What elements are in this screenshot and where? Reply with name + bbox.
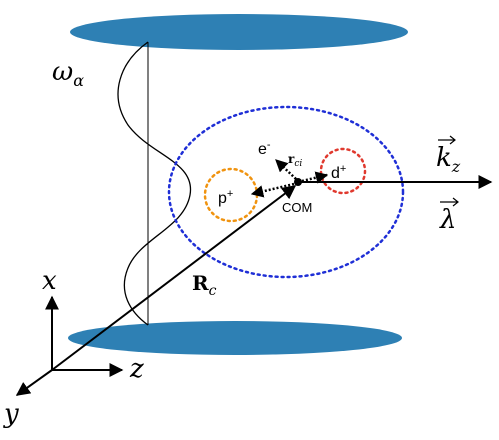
deuteron-arrow [301,171,329,184]
z-axis-label: z [129,354,144,384]
y-axis-label: y [3,399,19,429]
com-label: COM [282,200,312,215]
x-axis-label: x [42,266,57,296]
lambda-label: λ [439,205,456,235]
lambda-arrow-glyph [440,197,459,207]
proton-label: p+ [218,188,233,207]
omega-label: ωα [52,57,84,90]
deuteron-ring [319,147,367,195]
k-vector-arrow-glyph [438,135,456,145]
deuteron-label: d+ [331,163,346,182]
top-mirror-plate [70,14,408,50]
electron-arrow [275,159,297,180]
proton-arrow [250,182,295,198]
position-vector-rc [51,185,297,371]
y-axis-arrow [15,369,53,396]
k-vector-label: kz [436,143,461,176]
cavity-mode-wave [117,41,192,326]
molecule-region-ring [167,105,405,279]
bottom-mirror-plate [68,321,402,355]
com-point [294,178,302,186]
rc-label: Rc [192,271,217,299]
r-ci-label: rci [288,152,302,169]
electron-label: e- [258,139,271,158]
